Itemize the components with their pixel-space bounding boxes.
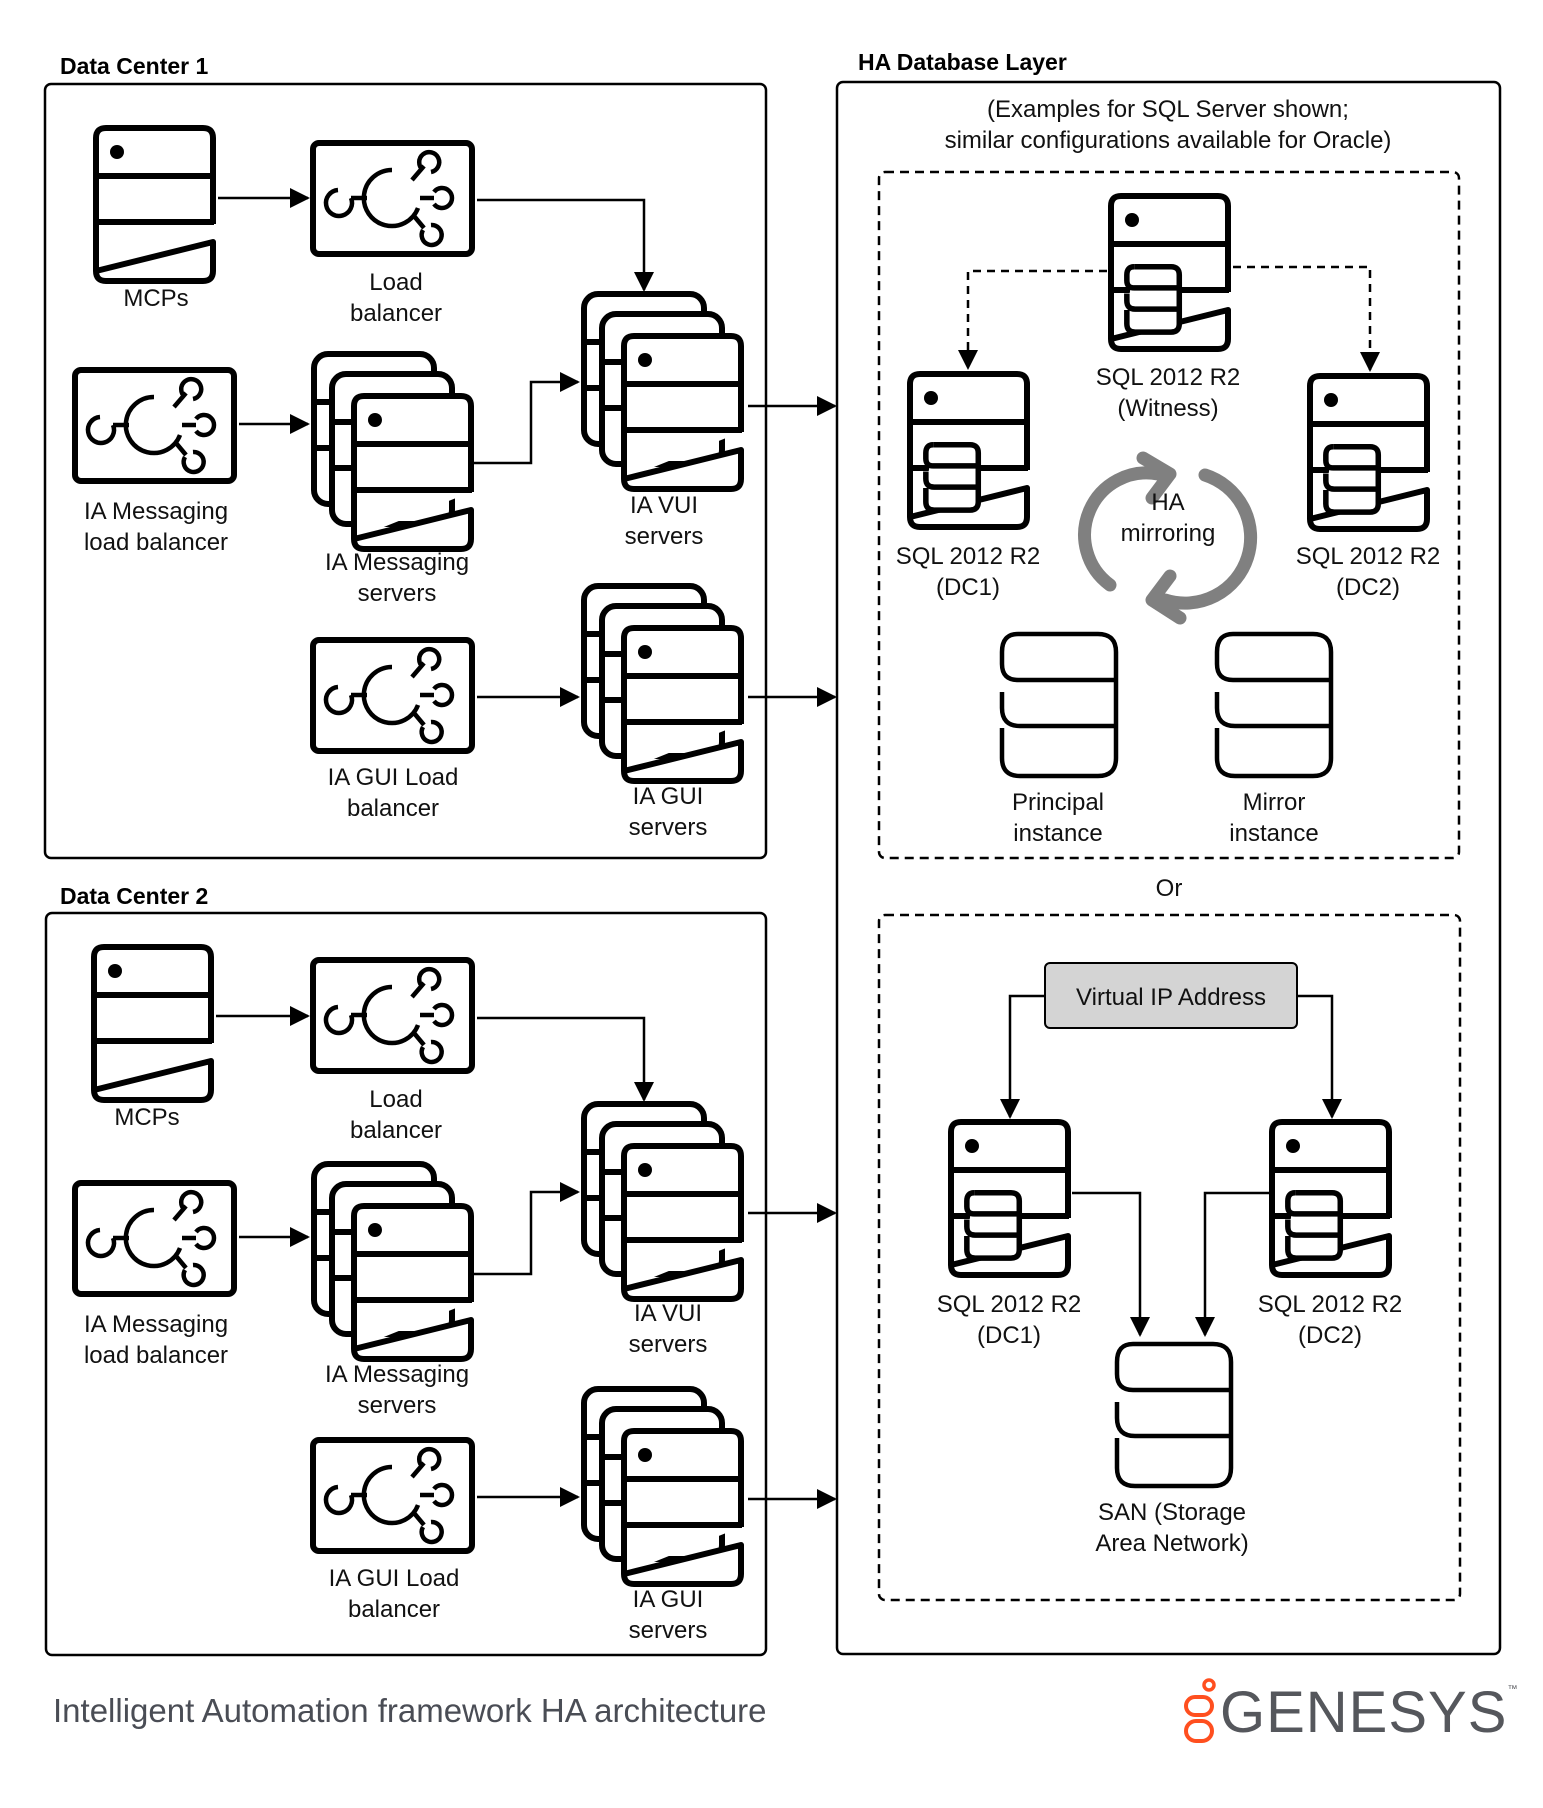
vip-to-dc1-arrow — [1000, 994, 1045, 1119]
mirror-dc2-label-1: SQL 2012 R2 — [1296, 543, 1441, 570]
dc1-load-balancer-icon — [313, 143, 472, 254]
dc2-gui-label-2: servers — [629, 1617, 708, 1644]
dc1-vui-label-1: IA VUI — [630, 492, 698, 519]
dc2-gui-label-1: IA GUI — [633, 1586, 704, 1613]
cycle-label-2: mirroring — [1121, 520, 1216, 547]
dc2-msg-lb-label-2: load balancer — [84, 1342, 228, 1369]
dc2-lb-label-1: Load — [369, 1086, 422, 1113]
mirror-dc2-db-server-icon — [1310, 376, 1428, 529]
witness-db-server-icon — [1111, 196, 1229, 349]
dc2-to-san-arrow — [1195, 1191, 1270, 1337]
ha-title: HA Database Layer — [858, 49, 1067, 75]
dc2-gui-lb-label-1: IA GUI Load — [329, 1565, 460, 1592]
dc1-container — [43, 82, 768, 860]
mirror-dc1-label-2: (DC1) — [936, 574, 1000, 601]
dc1-lb-label-1: Load — [369, 269, 422, 296]
principal-label-2: instance — [1013, 820, 1102, 847]
figure-caption: Intelligent Automation framework HA arch… — [53, 1692, 767, 1729]
ha-database-layer: HA Database Layer (Examples for SQL Serv… — [835, 49, 1502, 1656]
dc2-mcps-label: MCPs — [114, 1104, 179, 1131]
cluster-dc1-label-1: SQL 2012 R2 — [937, 1291, 1082, 1318]
dc2-gui-servers-icon — [584, 1389, 742, 1584]
dc2-title: Data Center 2 — [60, 883, 208, 909]
cluster-dc2-label-1: SQL 2012 R2 — [1258, 1291, 1403, 1318]
dc1-mcps-label: MCPs — [123, 285, 188, 312]
principal-database-icon — [1002, 634, 1116, 776]
sync-cycle-icon — [1078, 451, 1258, 625]
genesys-wordmark: GENESYS — [1220, 1679, 1508, 1745]
dc1-msgservers-to-vui-arrow — [472, 372, 580, 465]
genesys-logo: GENESYS ™ — [1180, 1672, 1517, 1752]
dc1-gui-label-2: servers — [629, 814, 708, 841]
dc2-lb-to-vui-arrow — [477, 1016, 654, 1102]
mirror-dc1-db-server-icon — [910, 374, 1028, 527]
dc1-msg-lb-label-1: IA Messaging — [84, 498, 228, 525]
ha-note-line-1: (Examples for SQL Server shown; — [987, 96, 1349, 123]
genesys-logo-mark-icon — [1184, 1678, 1216, 1743]
witness-label-2: (Witness) — [1117, 395, 1218, 422]
witness-label-1: SQL 2012 R2 — [1096, 364, 1241, 391]
cycle-label-1: HA — [1151, 489, 1184, 516]
vip-to-dc2-arrow — [1297, 994, 1342, 1119]
mirror-dc1-label-1: SQL 2012 R2 — [896, 543, 1041, 570]
dc2-gui-lb-icon — [313, 1440, 472, 1551]
dc2-msg-servers-icon — [314, 1164, 472, 1359]
dc1-gui-servers-icon — [584, 586, 742, 781]
dc1-gui-lb-label-2: balancer — [347, 795, 439, 822]
cluster-dc1-label-2: (DC1) — [977, 1322, 1041, 1349]
dc1-vui-servers-icon — [584, 294, 742, 489]
dc2-vui-label-2: servers — [629, 1331, 708, 1358]
cluster-dashed-frame — [877, 913, 1462, 1602]
cluster-dc1-db-server-icon — [951, 1122, 1069, 1275]
virtual-ip-label: Virtual IP Address — [1076, 984, 1266, 1011]
dc1-msg-servers-icon — [314, 354, 472, 549]
dc2-mcps-icon — [94, 947, 212, 1100]
san-label-1: SAN (Storage — [1098, 1499, 1246, 1526]
dc1-vui-label-2: servers — [625, 523, 704, 550]
cluster-dc2-db-server-icon — [1272, 1122, 1390, 1275]
mirroring-option: SQL 2012 R2 (Witness) SQL 2012 R2 (DC1) … — [877, 170, 1461, 860]
trademark-symbol: ™ — [1507, 1684, 1518, 1695]
dc2-vui-label-1: IA VUI — [634, 1300, 702, 1327]
dc1-gui-lb-label-1: IA GUI Load — [328, 764, 459, 791]
dc1-msg-lb-icon — [75, 370, 234, 481]
dc1-gui-label-1: IA GUI — [633, 783, 704, 810]
dc2-vui-servers-icon — [584, 1104, 742, 1299]
dc2-msg-servers-label-2: servers — [358, 1392, 437, 1419]
mirror-dc2-label-2: (DC2) — [1336, 574, 1400, 601]
cluster-dc2-label-2: (DC2) — [1298, 1322, 1362, 1349]
dc2-lb-label-2: balancer — [350, 1117, 442, 1144]
dc1-gui-lb-icon — [313, 640, 472, 751]
dc1-title: Data Center 1 — [60, 53, 208, 79]
dc2-msg-servers-label-1: IA Messaging — [325, 1361, 469, 1388]
ha-container — [835, 80, 1502, 1656]
ha-note-line-2: similar configurations available for Ora… — [945, 127, 1392, 154]
dc1-msg-servers-label-2: servers — [358, 580, 437, 607]
dc1-msg-servers-label-1: IA Messaging — [325, 549, 469, 576]
mirror-label-1: Mirror — [1243, 789, 1306, 816]
dc1-mcps-icon — [96, 128, 214, 281]
mirror-label-2: instance — [1229, 820, 1318, 847]
cluster-option: Virtual IP Address SQL 2012 R2 (DC1) SQL… — [877, 913, 1462, 1602]
dc1-to-san-arrow — [1072, 1191, 1150, 1337]
dc2-load-balancer-icon — [313, 960, 472, 1071]
or-label: Or — [1156, 875, 1183, 902]
dc2-msgservers-to-vui-arrow — [472, 1182, 580, 1276]
principal-label-1: Principal — [1012, 789, 1104, 816]
san-label-2: Area Network) — [1095, 1530, 1248, 1557]
dc2-msg-lb-label-1: IA Messaging — [84, 1311, 228, 1338]
dc1-lb-label-2: balancer — [350, 300, 442, 327]
dc2-container — [44, 911, 768, 1657]
witness-to-dc1-arrow — [958, 269, 1107, 370]
data-center-2: Data Center 2 MCPs Load balancer IA Mess… — [44, 883, 837, 1657]
mirror-database-icon — [1217, 634, 1331, 776]
san-database-icon — [1117, 1344, 1231, 1486]
data-center-1: Data Center 1 MCPs Load balancer IA Mess… — [43, 53, 837, 860]
dc2-msg-lb-icon — [75, 1183, 234, 1294]
dc2-gui-lb-label-2: balancer — [348, 1596, 440, 1623]
dc1-lb-to-vui-arrow — [477, 198, 654, 292]
witness-to-dc2-arrow — [1233, 265, 1380, 372]
dc1-msg-lb-label-2: load balancer — [84, 529, 228, 556]
